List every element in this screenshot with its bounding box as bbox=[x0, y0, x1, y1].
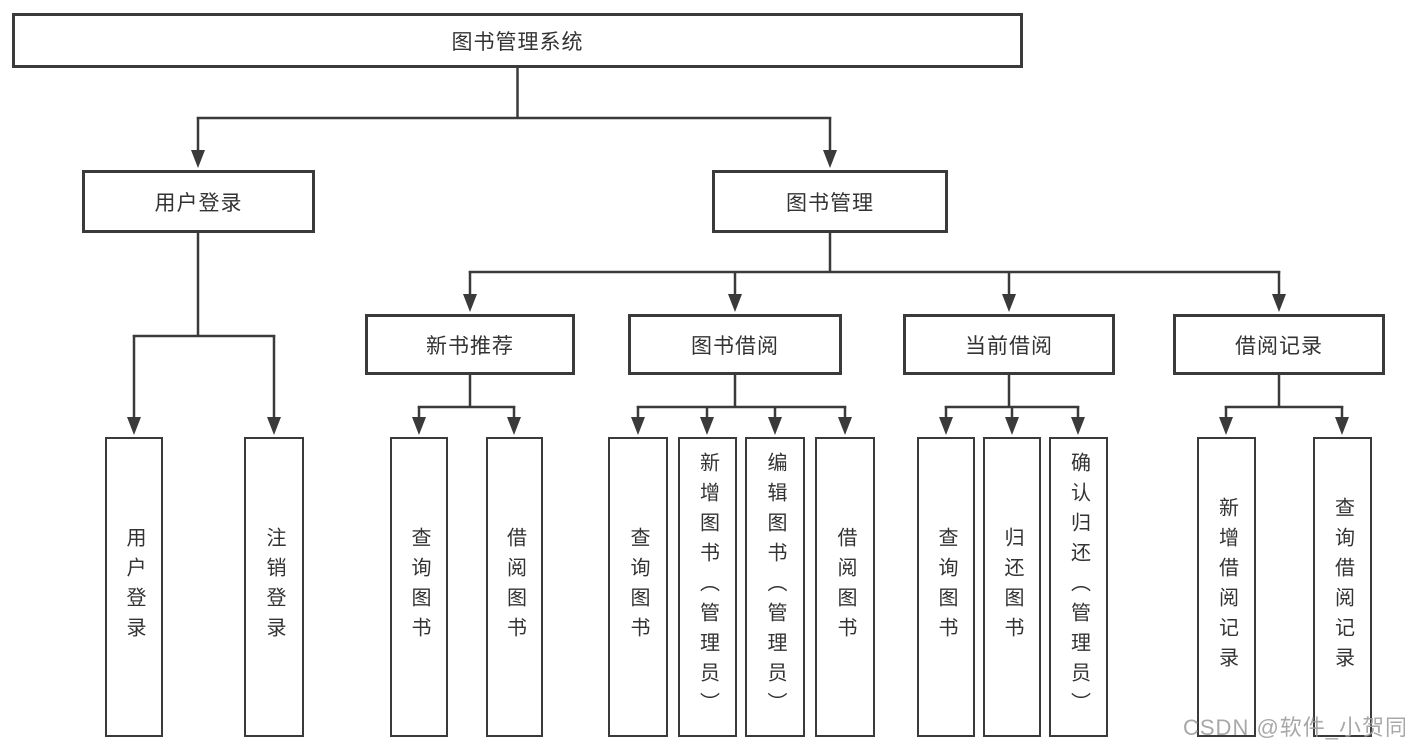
arrowhead-icon bbox=[700, 417, 714, 435]
arrowhead-group bbox=[127, 150, 1349, 435]
arrowhead-icon bbox=[1219, 417, 1233, 435]
arrowhead-icon bbox=[1005, 417, 1019, 435]
node-book-borrow: 图书借阅 bbox=[628, 314, 842, 375]
arrowhead-icon bbox=[1071, 417, 1085, 435]
leaf-borrow-books: 借阅图书 bbox=[486, 437, 543, 737]
arrowhead-icon bbox=[191, 150, 205, 168]
leaf-confirm-return-admin: 确认归还（管理员） bbox=[1049, 437, 1108, 737]
arrowhead-icon bbox=[127, 417, 141, 435]
leaf-add-book-admin: 新增图书（管理员） bbox=[678, 437, 737, 737]
arrowhead-icon bbox=[463, 294, 477, 312]
arrowhead-icon bbox=[1002, 294, 1016, 312]
node-current-borrow: 当前借阅 bbox=[903, 314, 1115, 375]
leaf-return-books: 归还图书 bbox=[983, 437, 1041, 737]
node-borrow-records: 借阅记录 bbox=[1173, 314, 1385, 375]
arrowhead-icon bbox=[1272, 294, 1286, 312]
arrowhead-icon bbox=[838, 417, 852, 435]
leaf-logout: 注销登录 bbox=[244, 437, 304, 737]
leaf-query-books: 查询图书 bbox=[608, 437, 668, 737]
leaf-query-borrow-record: 查询借阅记录 bbox=[1313, 437, 1372, 737]
arrowhead-icon bbox=[267, 417, 281, 435]
arrowhead-icon bbox=[1335, 417, 1349, 435]
arrowhead-icon bbox=[939, 417, 953, 435]
arrowhead-icon bbox=[728, 294, 742, 312]
arrowhead-icon bbox=[768, 417, 782, 435]
leaf-add-borrow-record: 新增借阅记录 bbox=[1197, 437, 1256, 737]
leaf-borrow-books: 借阅图书 bbox=[815, 437, 875, 737]
node-library-system-root: 图书管理系统 bbox=[12, 13, 1023, 68]
arrowhead-icon bbox=[412, 417, 426, 435]
arrowhead-icon bbox=[631, 417, 645, 435]
leaf-edit-book-admin: 编辑图书（管理员） bbox=[745, 437, 805, 737]
leaf-user-login: 用户登录 bbox=[105, 437, 163, 737]
node-book-management: 图书管理 bbox=[712, 170, 948, 233]
leaf-query-books: 查询图书 bbox=[390, 437, 448, 737]
node-new-book-recommend: 新书推荐 bbox=[365, 314, 575, 375]
leaf-query-books: 查询图书 bbox=[917, 437, 975, 737]
arrowhead-icon bbox=[507, 417, 521, 435]
arrowhead-icon bbox=[823, 150, 837, 168]
node-user-login: 用户登录 bbox=[82, 170, 315, 233]
watermark: CSDN @软件_小贺同学 bbox=[1183, 715, 1405, 740]
